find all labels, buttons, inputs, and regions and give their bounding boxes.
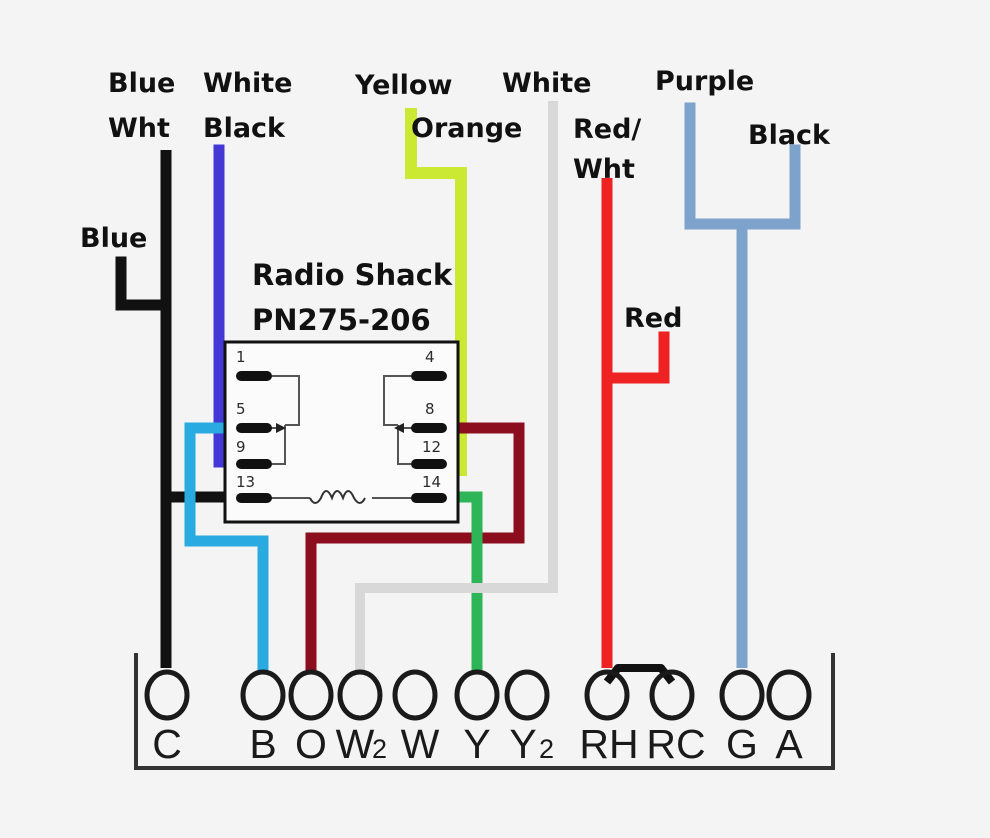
- relay-pin-number-1: 1: [236, 348, 246, 366]
- wire-gray-white-to-w2: [355, 101, 558, 673]
- terminal-label-y2-sub: 2: [539, 734, 554, 764]
- relay-pin-number-8: 8: [425, 400, 435, 418]
- relay-pin-pads-left: [236, 371, 272, 503]
- relay-pin-number-4: 4: [425, 348, 435, 366]
- terminal-label-w: W: [401, 721, 440, 767]
- relay-pin-number-5: 5: [236, 400, 246, 418]
- wire-label-black: Black: [748, 120, 831, 151]
- relay-pin-number-9: 9: [236, 438, 246, 456]
- terminal-label-b: B: [249, 721, 276, 767]
- terminal-ring-w2[interactable]: [337, 669, 383, 721]
- terminal-label-w2-sub: 2: [372, 734, 387, 764]
- terminal-ring-rh[interactable]: [584, 669, 630, 721]
- relay-contact-arrows: [276, 423, 404, 433]
- terminal-ring-o[interactable]: [288, 669, 334, 721]
- wire-label-red: Red: [624, 303, 682, 334]
- terminal-label-o: O: [295, 721, 327, 767]
- terminal-label-y2: Y: [509, 721, 536, 767]
- terminal-ring-g[interactable]: [719, 669, 765, 721]
- wire-label-purple: Purple: [655, 66, 754, 97]
- terminal-ring-b[interactable]: [240, 669, 286, 721]
- terminal-block-frame: [134, 653, 835, 770]
- wire-red-to-rh: [601, 178, 670, 668]
- wire-label-white-black-line2: Black: [203, 113, 286, 144]
- wire-label-white: White: [502, 68, 591, 99]
- wire-label-blue-wht-line1: Blue: [108, 68, 175, 99]
- terminal-label-w2: W: [336, 721, 375, 767]
- terminal-ring-w[interactable]: [392, 669, 438, 721]
- terminal-ring-c[interactable]: [144, 669, 190, 721]
- terminal-label-a: A: [775, 721, 803, 767]
- terminal-ring-rc[interactable]: [649, 669, 695, 721]
- terminal-label-c: C: [152, 721, 182, 767]
- wire-label-red-wht-line2: Wht: [573, 154, 635, 185]
- relay-pin-number-14: 14: [422, 473, 441, 491]
- relay-pin-pads-right: [411, 371, 447, 503]
- wire-label-yellow: Yellow: [354, 70, 452, 101]
- relay-coil-icon: [309, 490, 366, 504]
- wire-label-white-black-line1: White: [203, 68, 292, 99]
- terminal-ring-y2[interactable]: [504, 669, 550, 721]
- relay-pin-number-13: 13: [236, 473, 255, 491]
- relay-pin-number-12: 12: [422, 438, 441, 456]
- wire-label-blue-wht-line2: Wht: [108, 113, 170, 144]
- terminal-ring-y[interactable]: [454, 669, 500, 721]
- wire-label-blue: Blue: [80, 223, 147, 254]
- wire-steel-blue-to-g: [684, 102, 801, 668]
- wire-label-orange: Orange: [411, 113, 522, 144]
- terminal-label-rc: RC: [646, 721, 705, 767]
- terminal-ring-a[interactable]: [766, 669, 812, 721]
- terminal-label-rh: RH: [579, 721, 638, 767]
- terminal-block: C B O W 2 W Y Y 2 RH RC G A: [134, 653, 835, 770]
- terminal-label-y: Y: [463, 721, 490, 767]
- relay-title-line1: Radio Shack: [252, 258, 453, 292]
- wire-dark-red-to-o: [305, 422, 525, 674]
- wire-cyan-to-b: [184, 422, 269, 674]
- terminal-label-g: G: [726, 721, 758, 767]
- relay-module: 1 5 9 13 4 8 12 14: [223, 340, 460, 524]
- wire-label-red-wht-line1: Red/: [573, 114, 641, 145]
- relay-title-line2: PN275-206: [252, 303, 431, 337]
- terminal-rings: [144, 669, 812, 721]
